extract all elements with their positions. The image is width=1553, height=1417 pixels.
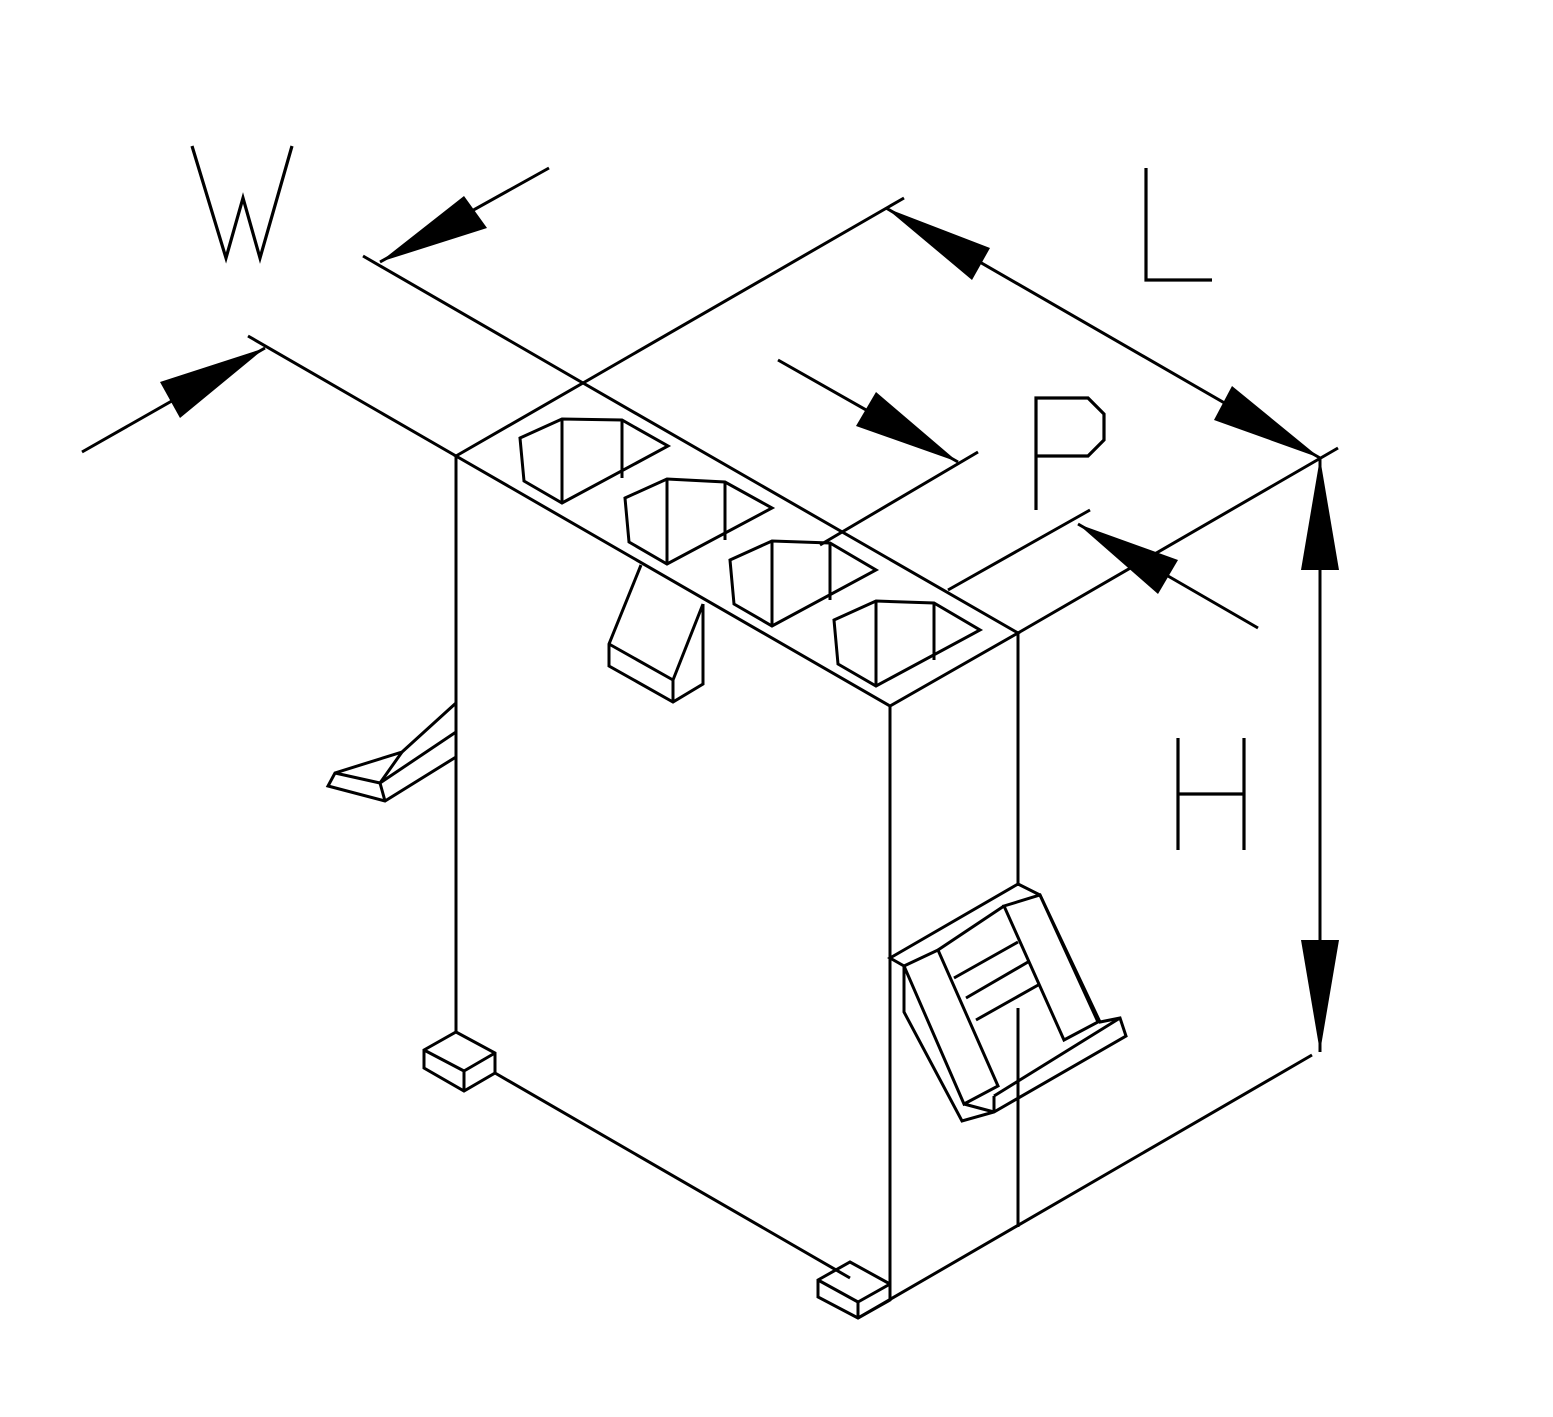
label-l: L [0, 0, 1212, 282]
cavity-1 [518, 417, 672, 505]
foot-left [422, 1030, 497, 1093]
svg-text:L: L [0, 0, 9, 4]
l-arrow-upper [886, 208, 990, 280]
foot-right [816, 1260, 892, 1320]
dimension-w [81, 166, 584, 458]
connector-body [452, 381, 1313, 1320]
cavity-4 [832, 599, 984, 688]
dimension-l [582, 196, 1339, 635]
label-h: H [0, 0, 1246, 850]
l-arrow-lower [1214, 386, 1320, 458]
locking-ramp [886, 882, 1128, 1123]
svg-text:W: W [0, 0, 16, 4]
label-w: W [0, 0, 294, 264]
dimension-p [777, 358, 1259, 630]
polarizing-peg [607, 564, 705, 704]
dimension-h [1301, 458, 1339, 1052]
cavity-3 [728, 539, 880, 628]
svg-text:P: P [0, 0, 11, 4]
bottom-right-edge [857, 1053, 1313, 1320]
w-arrow-lower [160, 348, 265, 418]
svg-text:H: H [0, 0, 12, 4]
w-arrow-upper [380, 196, 487, 262]
h-arrow-top [1301, 458, 1339, 570]
p-arrow-left [856, 392, 958, 462]
bottom-front-edge [494, 1071, 851, 1280]
p-arrow-right [1078, 524, 1178, 594]
h-arrow-bottom [1301, 940, 1339, 1052]
side-latch-left [325, 701, 458, 803]
cavity-2 [623, 477, 776, 566]
label-p: P [0, 0, 1106, 510]
